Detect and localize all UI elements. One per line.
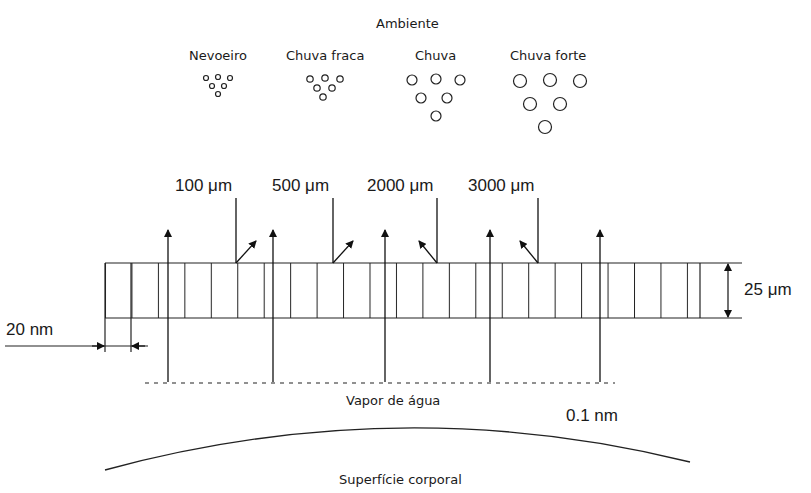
surface-label: Superfície corporal	[339, 473, 462, 487]
pore-dimension: 20 nm	[6, 321, 53, 340]
vapour-label: Vapor de água	[346, 394, 440, 408]
precipitation-label: Chuva forte	[510, 49, 586, 63]
droplet-size: 2000 μm	[367, 177, 434, 196]
precipitation-label: Chuva	[415, 49, 456, 63]
precipitation-label: Chuva fraca	[286, 49, 364, 63]
heading-label: Ambiente	[376, 17, 439, 31]
precipitation-label: Nevoeiro	[189, 49, 247, 63]
thickness-dimension: 25 μm	[744, 281, 792, 300]
vapour-size: 0.1 nm	[566, 407, 618, 426]
droplet-size: 100 μm	[175, 177, 232, 196]
droplet-size: 3000 μm	[468, 177, 535, 196]
droplet-size: 500 μm	[272, 177, 329, 196]
